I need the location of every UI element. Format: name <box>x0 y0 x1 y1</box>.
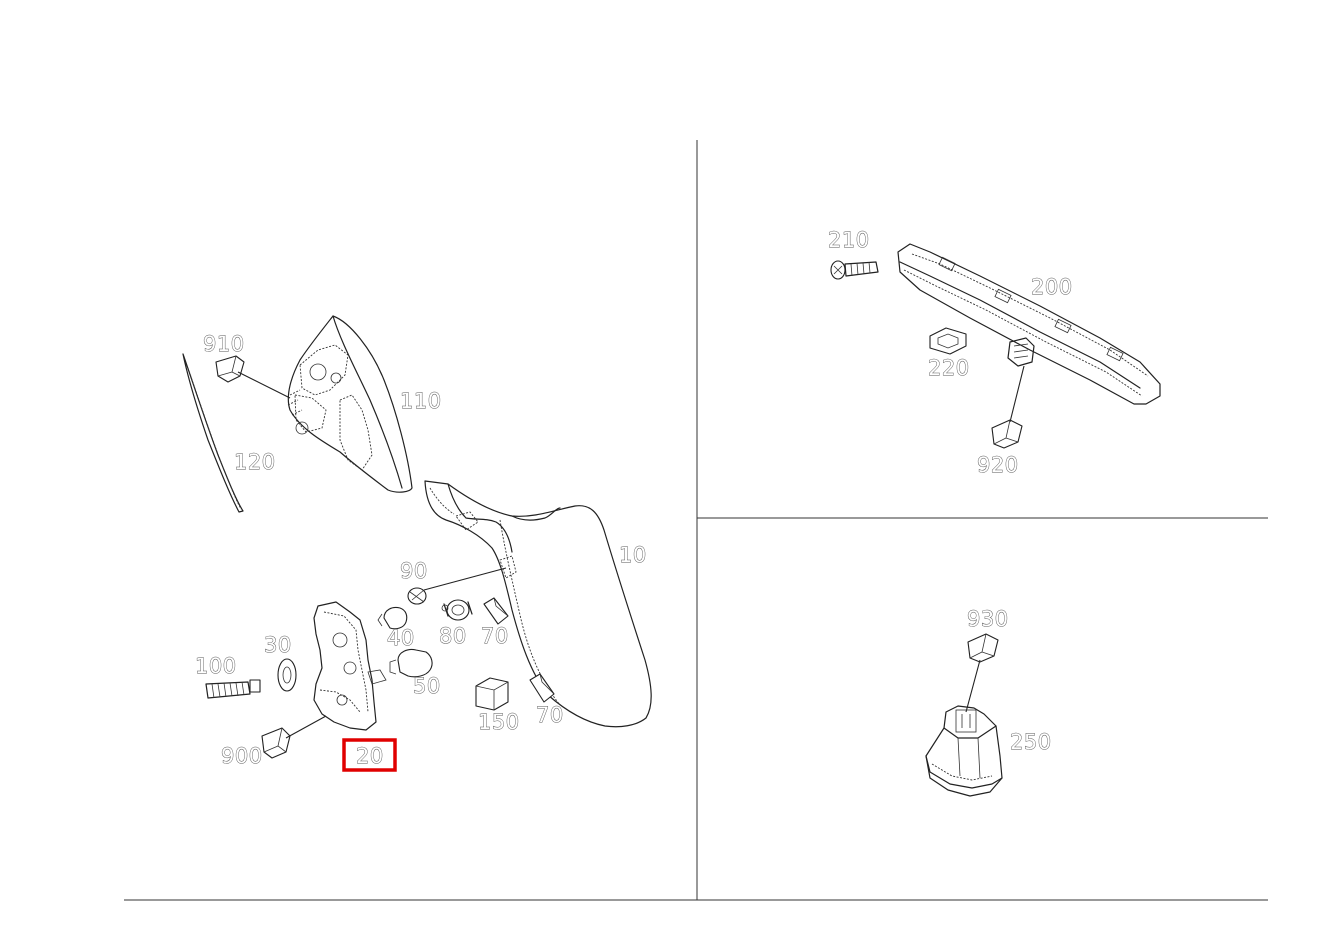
label-110[interactable]: 110 <box>400 389 442 414</box>
part-90-socket[interactable] <box>407 555 517 605</box>
bottom-right-panel: 930 250 <box>925 607 1052 797</box>
label-50[interactable]: 50 <box>413 674 441 699</box>
part-220-seal[interactable] <box>929 327 967 355</box>
label-100[interactable]: 100 <box>195 654 237 679</box>
part-120-seal-strip[interactable] <box>182 353 244 513</box>
panel-frame <box>124 140 1268 901</box>
part-40-small-bulb[interactable] <box>377 606 408 630</box>
label-920[interactable]: 920 <box>977 453 1019 478</box>
label-120[interactable]: 120 <box>234 450 276 475</box>
leader-920 <box>1009 365 1025 423</box>
label-930[interactable]: 930 <box>967 607 1009 632</box>
part-100-screw[interactable] <box>205 679 261 699</box>
part-900-connector[interactable] <box>261 715 327 759</box>
part-250-license-lamp[interactable] <box>925 705 1003 797</box>
leader-930 <box>965 659 981 713</box>
label-210[interactable]: 210 <box>828 228 870 253</box>
part-30-washer[interactable] <box>277 658 297 692</box>
label-70-b[interactable]: 70 <box>536 703 564 728</box>
leader-910 <box>237 371 291 399</box>
part-70-wedge-b[interactable] <box>529 673 555 703</box>
top-right-panel: 210 200 220 920 <box>828 228 1161 478</box>
label-250[interactable]: 250 <box>1010 730 1052 755</box>
label-200[interactable]: 200 <box>1031 275 1073 300</box>
label-40[interactable]: 40 <box>387 626 415 651</box>
label-30[interactable]: 30 <box>264 633 292 658</box>
part-50-large-bulb[interactable] <box>389 648 433 678</box>
lamp-socket-icon <box>309 363 327 381</box>
part-210-screw[interactable] <box>830 260 879 280</box>
label-900[interactable]: 900 <box>221 744 263 769</box>
label-90[interactable]: 90 <box>400 559 428 584</box>
label-70-a[interactable]: 70 <box>481 624 509 649</box>
label-910[interactable]: 910 <box>203 332 245 357</box>
part-200-light-bar[interactable] <box>897 243 1161 405</box>
lamp-socket-icon <box>295 421 309 435</box>
part-910-connector[interactable] <box>215 355 291 399</box>
part-930-connector[interactable] <box>965 633 999 713</box>
label-220[interactable]: 220 <box>928 356 970 381</box>
label-10[interactable]: 10 <box>619 543 647 568</box>
label-20[interactable]: 20 <box>356 744 384 769</box>
part-20-bulb-carrier[interactable] <box>313 601 387 731</box>
part-150-pad[interactable] <box>475 677 509 711</box>
leader-90 <box>423 567 507 591</box>
part-80-socket[interactable] <box>441 599 473 621</box>
left-panel: 910 110 120 10 90 40 80 70 30 100 50 150… <box>182 315 652 772</box>
leader-900 <box>285 715 327 739</box>
lamp-socket-icon <box>330 372 342 384</box>
label-150[interactable]: 150 <box>478 710 520 735</box>
part-110-inner-lamp[interactable] <box>287 315 413 493</box>
part-70-wedge-a[interactable] <box>483 597 509 625</box>
part-920-connector[interactable] <box>991 365 1025 449</box>
label-80[interactable]: 80 <box>439 624 467 649</box>
highlight-box-20 <box>342 738 397 772</box>
